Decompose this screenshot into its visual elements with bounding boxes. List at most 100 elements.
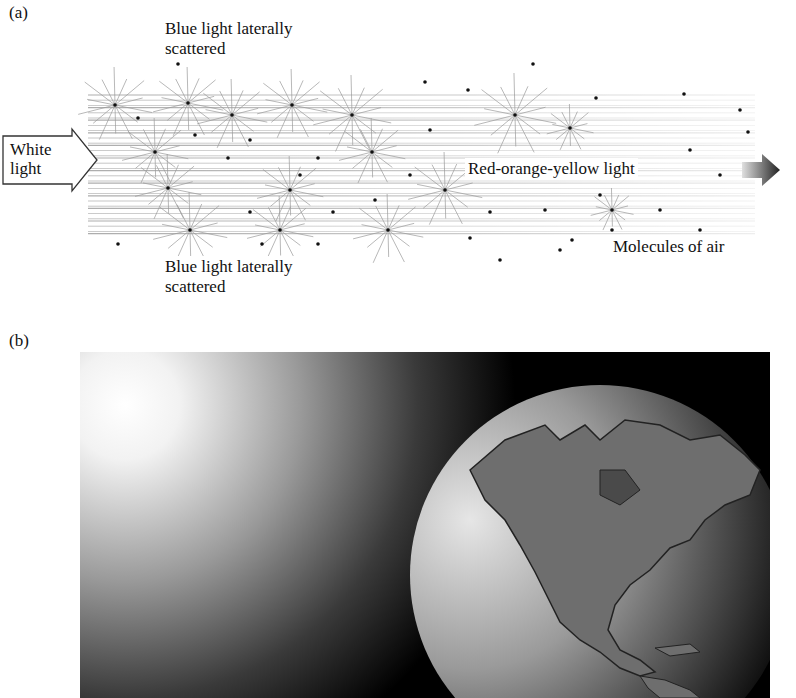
scatter-ray: [360, 129, 372, 152]
scatter-ray: [358, 152, 372, 183]
scatter-ray: [591, 210, 612, 215]
air-molecule: [423, 80, 427, 84]
scatter-ray: [352, 89, 383, 115]
air-molecule: [738, 108, 742, 112]
scatter-ray: [155, 152, 157, 177]
scatter-ray: [289, 156, 291, 190]
air-molecule: [443, 188, 447, 192]
scatter-ray: [376, 206, 388, 230]
scatter-ray: [190, 230, 227, 238]
beam-streak: [88, 163, 755, 164]
scatter-ray: [515, 88, 547, 115]
air-molecule: [594, 96, 598, 100]
scatter-ray: [515, 86, 528, 115]
beam-streak: [88, 218, 755, 219]
scatter-ray: [292, 105, 314, 121]
scatter-ray: [562, 112, 570, 128]
earth-globe: [410, 385, 770, 698]
scatter-ray: [276, 190, 290, 221]
air-molecule: [558, 248, 562, 252]
scatter-ray: [168, 188, 188, 203]
air-molecule: [468, 236, 472, 240]
scatter-ray: [85, 82, 115, 105]
scatter-ray: [570, 113, 588, 128]
scatter-ray: [280, 224, 305, 230]
scatter-ray: [320, 91, 352, 115]
scatter-ray: [501, 87, 515, 115]
scatter-ray: [190, 206, 219, 230]
scatter-ray: [141, 167, 168, 188]
beam-streak: [88, 168, 755, 169]
air-molecule: [316, 156, 320, 160]
scatter-ray: [352, 88, 364, 115]
air-molecule: [428, 128, 432, 132]
beam-streak: [88, 143, 755, 144]
beam-streak: [88, 181, 755, 182]
scatter-ray: [338, 88, 352, 115]
scatter-ray: [217, 115, 232, 148]
beam-streak: [88, 145, 755, 146]
air-molecule: [248, 138, 252, 142]
air-molecule: [230, 113, 234, 117]
scatter-ray: [352, 108, 381, 115]
scatter-ray: [372, 129, 383, 152]
scatter-ray: [515, 115, 517, 146]
air-molecule: [288, 188, 292, 192]
scatter-ray: [612, 195, 619, 210]
scatter-ray: [188, 78, 199, 103]
beam-streak: [88, 130, 755, 131]
air-molecule: [248, 210, 252, 214]
scatter-ray: [188, 103, 190, 130]
scatter-ray: [155, 152, 175, 167]
scatter-ray: [551, 113, 570, 128]
scatter-ray: [372, 130, 398, 152]
scatter-ray: [292, 105, 308, 137]
scatter-ray: [569, 104, 571, 128]
scatter-ray: [292, 82, 320, 105]
scatter-ray: [135, 188, 168, 196]
scatter-ray: [514, 73, 515, 115]
scatter-ray: [603, 210, 612, 230]
scatter-ray: [115, 105, 138, 122]
scatter-ray: [445, 190, 482, 198]
air-molecule: [186, 101, 190, 105]
air-molecules: [113, 62, 750, 262]
air-molecule: [698, 228, 702, 232]
beam-streak: [88, 201, 755, 202]
air-molecule: [386, 228, 390, 232]
earth-panel: [80, 352, 770, 698]
air-molecule: [193, 133, 197, 137]
scatter-ray: [372, 152, 392, 167]
air-molecule: [658, 208, 662, 212]
air-molecule: [746, 130, 750, 134]
scatter-ray: [277, 105, 292, 138]
scatter-ray: [155, 146, 180, 152]
annotation-label: Blue light laterally scattered: [162, 18, 328, 59]
scatter-ray: [188, 103, 210, 119]
scatter-ray: [351, 75, 353, 115]
scatter-ray: [290, 167, 301, 190]
scatter-ray: [570, 112, 577, 128]
scatter-ray: [604, 195, 612, 210]
beam-streak: [88, 125, 755, 126]
beam-streak: [88, 138, 755, 139]
scatter-ray: [168, 188, 183, 218]
scatter-ray: [232, 115, 254, 131]
air-molecule: [682, 92, 686, 96]
scatter-ray: [372, 152, 374, 177]
annotation-label: Molecules of air: [610, 236, 727, 258]
scatter-ray: [373, 230, 388, 263]
beam-streak: [88, 150, 755, 151]
scatter-ray: [372, 152, 387, 182]
air-molecule: [298, 173, 302, 177]
scatter-ray: [445, 183, 473, 190]
scatter-ray: [292, 98, 318, 105]
scatter-ray: [515, 115, 540, 134]
scatter-ray: [482, 90, 515, 115]
scatter-ray: [263, 83, 292, 105]
air-molecule: [226, 156, 230, 160]
scatter-ray: [99, 105, 115, 140]
north-america: [470, 420, 760, 676]
scatter-ray: [114, 67, 116, 105]
